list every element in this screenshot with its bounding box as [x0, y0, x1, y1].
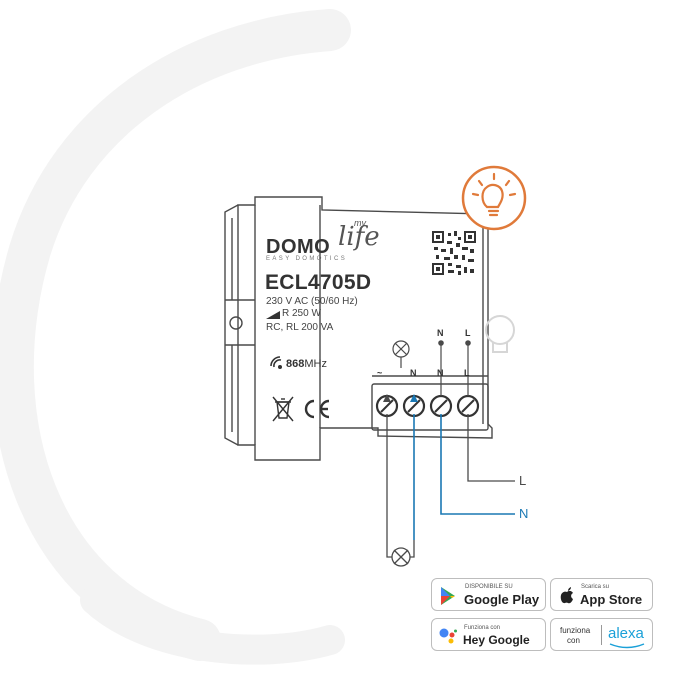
google-play-label: Google Play — [464, 592, 540, 607]
hey-google-label: Hey Google — [463, 633, 530, 647]
alexa-label: alexa — [608, 625, 644, 642]
terminal-label-1: N — [410, 368, 417, 378]
frequency: 868MHz — [286, 358, 327, 370]
terminal-screws — [375, 394, 480, 418]
app-store-small: Scarica su — [581, 584, 610, 590]
app-store-badge[interactable]: Scarica su App Store — [550, 578, 653, 611]
lamp-icon — [485, 315, 515, 353]
crossed-bin-icon — [272, 396, 294, 422]
bulb-icon — [461, 165, 527, 231]
spec-loads: RC, RL 200 VA — [266, 322, 334, 333]
brand-logo: DOMO — [266, 236, 331, 258]
brand-tagline: EASY DOMOTICS — [266, 256, 348, 262]
alexa-small-1: funziona — [560, 626, 591, 635]
freq-value: 868 — [286, 358, 305, 370]
neutral-wire-label: N — [519, 506, 529, 521]
alexa-small-2: con — [567, 636, 580, 645]
hey-google-badge[interactable]: Funziona con Hey Google — [431, 618, 546, 651]
lamp-wire-label-l: L — [465, 328, 471, 338]
spec-voltage: 230 V AC (50/60 Hz) — [266, 296, 358, 307]
terminal-label-4: L — [464, 368, 470, 378]
google-play-small: DISPONIBILE SU — [465, 584, 513, 590]
brand-script: life — [338, 222, 380, 252]
alexa-divider — [601, 625, 602, 645]
google-assistant-icon — [439, 628, 457, 644]
model-number: ECL4705D — [265, 271, 372, 294]
dimmer-icon — [266, 311, 280, 319]
alexa-badge[interactable]: funziona con alexa — [550, 618, 653, 651]
hey-google-small: Funziona con — [464, 625, 501, 631]
spec-power: R 250 W — [282, 308, 321, 319]
apple-icon — [560, 587, 573, 604]
brand-my: my — [354, 218, 366, 228]
ce-mark-icon — [304, 399, 330, 419]
lamp-wire-label-n: N — [437, 328, 444, 338]
alexa-smile-icon — [609, 643, 645, 649]
google-play-badge[interactable]: DISPONIBILE SU Google Play — [431, 578, 546, 611]
wifi-icon — [270, 356, 282, 369]
terminal-symbol: ~ — [377, 368, 383, 378]
neutral-wire — [413, 414, 515, 540]
app-store-label: App Store — [580, 592, 643, 607]
terminal-label-2: N — [437, 368, 444, 378]
qr-code-icon — [432, 231, 476, 275]
play-icon — [441, 587, 455, 605]
freq-unit: MHz — [304, 358, 327, 370]
line-wire-label: L — [519, 473, 527, 488]
